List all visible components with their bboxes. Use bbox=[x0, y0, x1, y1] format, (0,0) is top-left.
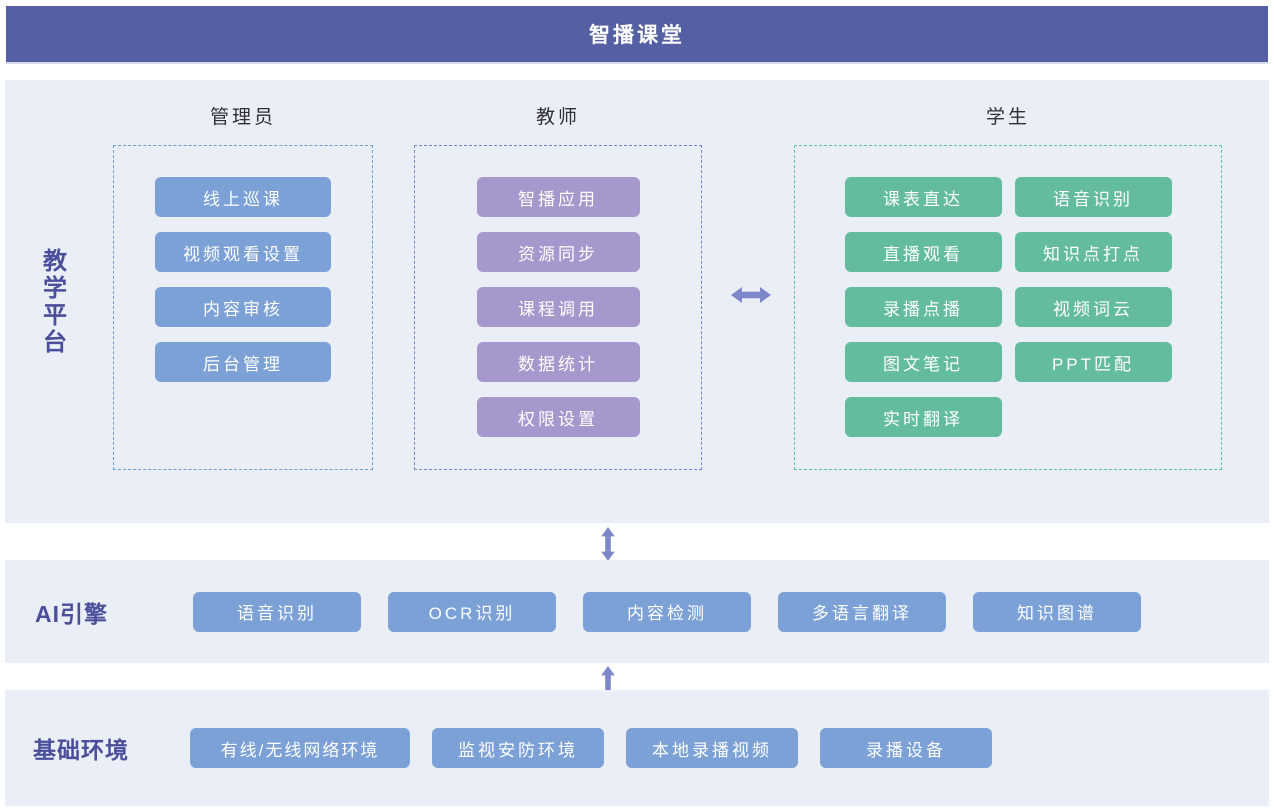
student-feature-button[interactable]: 实时翻译 bbox=[844, 397, 1002, 437]
student-feature-button[interactable]: 图文笔记 bbox=[844, 342, 1002, 382]
student-feature-button[interactable]: 直播观看 bbox=[844, 232, 1002, 272]
ai-engine-label: AI引擎 bbox=[35, 600, 108, 627]
admin-feature-button[interactable]: 视频观看设置 bbox=[155, 232, 331, 272]
teacher-feature-button[interactable]: 智播应用 bbox=[476, 177, 640, 217]
admin-feature-button[interactable]: 线上巡课 bbox=[155, 177, 331, 217]
infrastructure-button[interactable]: 监视安防环境 bbox=[432, 728, 604, 768]
admin-feature-button[interactable]: 内容审核 bbox=[155, 287, 331, 327]
infrastructure-row: 有线/无线网络环境监视安防环境本地录播视频录播设备 bbox=[190, 728, 992, 768]
admin-feature-button[interactable]: 后台管理 bbox=[155, 342, 331, 382]
teacher-feature-button[interactable]: 数据统计 bbox=[476, 342, 640, 382]
infrastructure-button[interactable]: 有线/无线网络环境 bbox=[190, 728, 410, 768]
header-bar: 智播课堂 bbox=[6, 6, 1268, 64]
student-group-box: 课表直达语音识别直播观看知识点打点录播点播视频词云图文笔记 PPT匹配实时翻译 bbox=[794, 145, 1222, 470]
student-feature-button[interactable]: PPT匹配 bbox=[1014, 342, 1172, 382]
student-feature-button[interactable]: 知识点打点 bbox=[1014, 232, 1172, 272]
infrastructure-section: 基础环境 有线/无线网络环境监视安防环境本地录播视频录播设备 bbox=[5, 690, 1269, 806]
left-right-arrow-icon bbox=[731, 286, 771, 304]
teacher-column-title: 教师 bbox=[535, 107, 580, 128]
student-column-title: 学生 bbox=[985, 107, 1030, 128]
page-title: 智播课堂 bbox=[589, 24, 685, 47]
infrastructure-label: 基础环境 bbox=[33, 737, 129, 763]
admin-column: 管理员 线上巡课视频观看设置内容审核后台管理 bbox=[113, 80, 373, 523]
ai-engine-button[interactable]: 多语言翻译 bbox=[778, 591, 946, 632]
student-feature-button[interactable]: 录播点播 bbox=[844, 287, 1002, 327]
ai-engine-button[interactable]: 知识图谱 bbox=[973, 591, 1141, 632]
ai-engine-button[interactable]: OCR识别 bbox=[388, 591, 556, 632]
ai-engine-row: 语音识别 OCR识别内容检测多语言翻译知识图谱 bbox=[193, 591, 1141, 632]
teaching-platform-label: 教学平台 bbox=[43, 247, 67, 356]
student-feature-button[interactable]: 语音识别 bbox=[1014, 177, 1172, 217]
ai-engine-button[interactable]: 语音识别 bbox=[193, 591, 361, 632]
up-down-arrow-icon bbox=[599, 527, 617, 561]
teacher-feature-button[interactable]: 资源同步 bbox=[476, 232, 640, 272]
student-feature-button[interactable]: 课表直达 bbox=[844, 177, 1002, 217]
teacher-group-box: 智播应用资源同步课程调用数据统计权限设置 bbox=[414, 145, 702, 470]
teacher-column: 教师 智播应用资源同步课程调用数据统计权限设置 bbox=[414, 80, 702, 523]
student-feature-button[interactable]: 视频词云 bbox=[1014, 287, 1172, 327]
teacher-feature-button[interactable]: 课程调用 bbox=[476, 287, 640, 327]
student-column: 学生 课表直达语音识别直播观看知识点打点录播点播视频词云图文笔记 PPT匹配实时翻… bbox=[794, 80, 1222, 523]
ai-engine-section: AI引擎 语音识别 OCR识别内容检测多语言翻译知识图谱 bbox=[5, 560, 1269, 663]
admin-column-title: 管理员 bbox=[209, 107, 276, 128]
teacher-feature-button[interactable]: 权限设置 bbox=[476, 397, 640, 437]
infrastructure-button[interactable]: 录播设备 bbox=[820, 728, 992, 768]
ai-engine-button[interactable]: 内容检测 bbox=[583, 591, 751, 632]
infrastructure-button[interactable]: 本地录播视频 bbox=[626, 728, 798, 768]
teaching-platform-section: 教学平台 管理员 线上巡课视频观看设置内容审核后台管理 教师 智播应用资源同步课… bbox=[5, 80, 1269, 523]
admin-group-box: 线上巡课视频观看设置内容审核后台管理 bbox=[113, 145, 373, 470]
